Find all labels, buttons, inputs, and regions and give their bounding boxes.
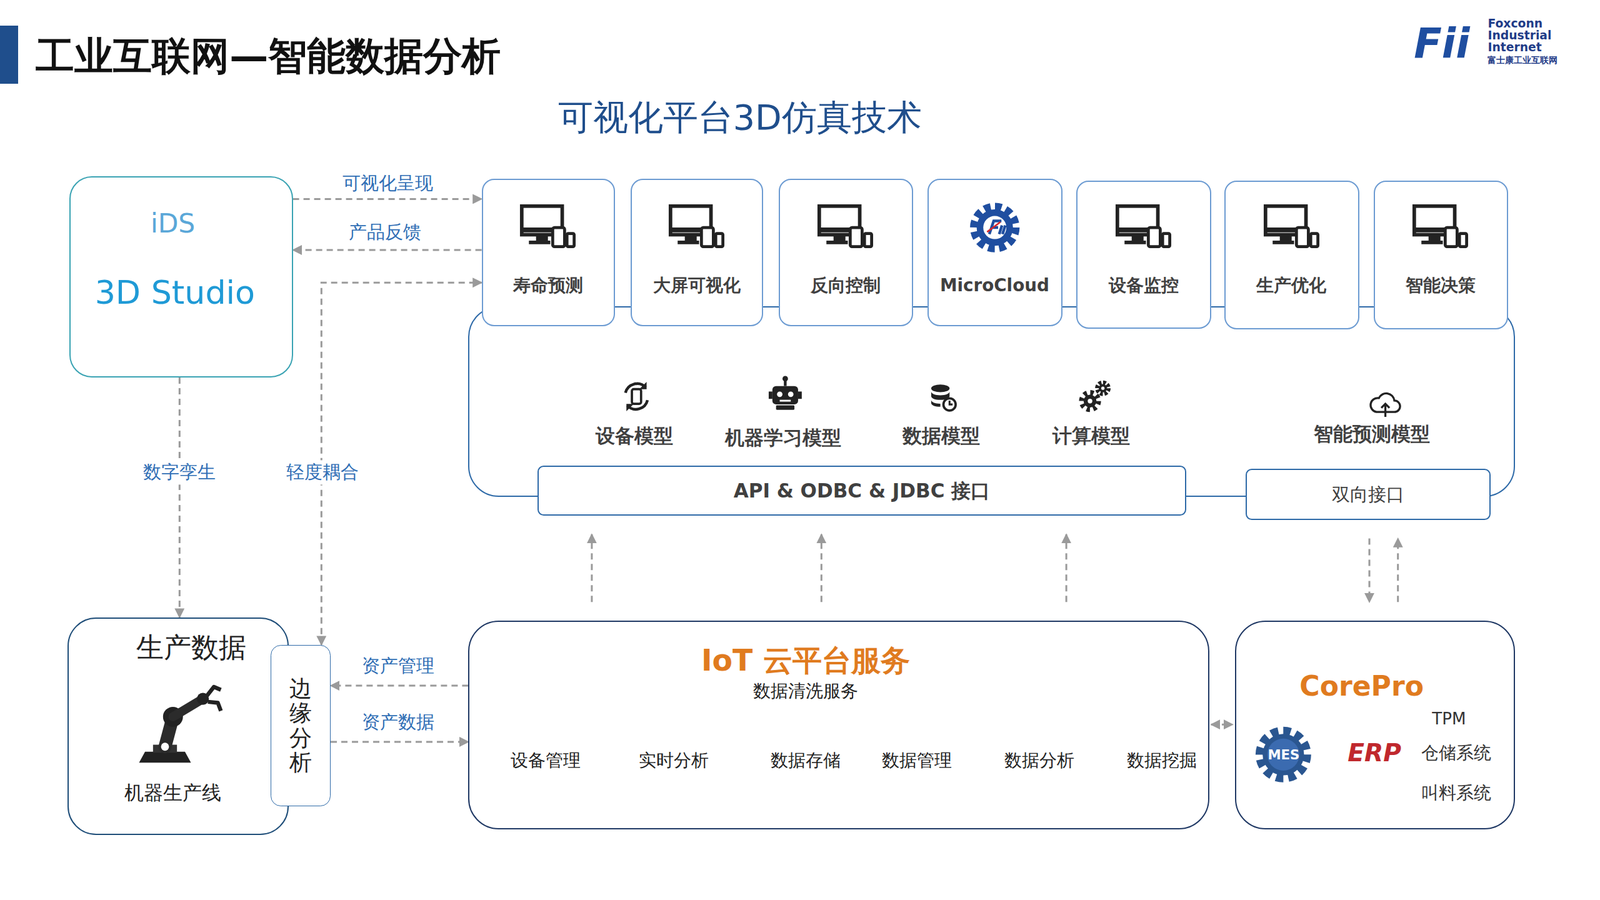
node-label: 生产数据	[136, 630, 247, 664]
node-label: 数据管理	[881, 750, 952, 771]
connector	[178, 377, 181, 618]
free-label: 富士康工业互联网	[1487, 55, 1558, 66]
edge-label: 数字孪生	[140, 460, 219, 485]
free-label: Fii	[1413, 18, 1470, 67]
connector	[1211, 723, 1233, 726]
db-icon	[928, 381, 959, 414]
edge-label: 产品反馈	[346, 220, 424, 245]
app-card: MicroCloud	[927, 178, 1063, 327]
flow-step: 数据存储	[768, 748, 844, 773]
service-step: 数据清洗服务	[750, 678, 861, 704]
free-label: Foxconn Industrial Internet	[1487, 18, 1552, 54]
title-bar	[0, 25, 19, 84]
arm-icon	[121, 676, 232, 767]
connector	[1065, 534, 1068, 602]
edge-label: 可视化呈现	[340, 171, 436, 196]
monitor-icon	[816, 200, 874, 255]
node-label: 寿命预测	[513, 275, 584, 296]
node-sublabel: 3D Studio	[95, 272, 255, 312]
connector	[1368, 538, 1371, 602]
flow-step: 数据管理	[879, 748, 955, 773]
gears-icon	[1076, 378, 1114, 415]
app-card: 智能决策	[1373, 180, 1509, 330]
node-sublabel: 计算模型	[1052, 425, 1130, 449]
node-label: API & ODBC & JDBC 接口	[733, 479, 991, 503]
app-card: 大屏可视化	[630, 178, 764, 327]
free-label: 可视化平台3D仿真技术	[558, 96, 922, 139]
connector	[293, 249, 482, 252]
free-label: 仓储系统	[1421, 742, 1492, 764]
node-label: 智能决策	[1405, 275, 1476, 296]
cloud-icon	[1363, 387, 1409, 420]
app-card: 寿命预测	[481, 178, 616, 327]
production-box: 生产数据机器生产线	[67, 617, 289, 835]
platform-panel: 设备模型机器学习模型数据模型计算模型智能预测模型API & ODBC & JDB…	[468, 306, 1515, 497]
node-sublabel: 数据模型	[902, 425, 980, 449]
node-label: 数据存储	[770, 750, 841, 771]
node-label: IoT 云平台服务	[701, 643, 910, 679]
edge-box: 边缘分析	[270, 645, 331, 807]
app-card: 反向控制	[778, 178, 914, 327]
monitor-icon	[1115, 200, 1172, 255]
node-label: 双向接口	[1331, 483, 1405, 506]
page-title: 工业互联网—智能数据分析	[35, 33, 501, 80]
node-label: 数据清洗服务	[753, 680, 859, 702]
flow-step: 设备管理	[508, 748, 584, 773]
node-sublabel: 机器学习模型	[725, 426, 842, 450]
cloud-platform: IoT 云平台服务数据清洗服务设备管理 实时分析 数据存储 数据管理 数据分析 数据挖掘	[468, 620, 1209, 830]
free-label: ERP	[1347, 738, 1402, 768]
cycle-icon	[618, 378, 655, 415]
edge-label: 轻度耦合	[283, 460, 362, 485]
node-label: 设备模型	[595, 425, 674, 449]
interface-bar: API & ODBC & JDBC 接口	[537, 465, 1187, 516]
robot-icon	[766, 375, 804, 412]
monitor-icon	[519, 200, 577, 255]
node-label: 设备管理	[510, 750, 581, 771]
connector	[1396, 538, 1399, 602]
connector	[820, 534, 823, 602]
app-card: 设备监控	[1076, 180, 1212, 329]
node-label: 设备监控	[1108, 275, 1179, 296]
node-label: 边缘分析	[278, 676, 324, 775]
flow-step: 实时分析	[636, 748, 712, 773]
node-label: 数据分析	[1004, 750, 1075, 771]
node-label: iDS	[150, 208, 195, 240]
node-label: 反向控制	[810, 275, 881, 296]
node-sublabel: 智能预测模型	[1313, 422, 1430, 446]
edge-label: 资产管理	[359, 653, 437, 679]
node-label: MicroCloud	[940, 275, 1050, 296]
node-label: 大屏可视化	[653, 275, 741, 296]
node-label: CorePro	[1299, 669, 1424, 703]
monitor-icon	[1263, 200, 1320, 255]
monitor-icon	[1411, 200, 1469, 255]
connector	[330, 740, 469, 743]
flow-step: 数据挖掘	[1124, 748, 1200, 773]
monitor-icon	[668, 200, 725, 255]
gear-icon	[966, 200, 1024, 255]
flow-step: 数据分析	[1001, 748, 1077, 773]
connector	[293, 198, 482, 200]
edge-label: 资产数据	[359, 710, 437, 735]
node-label: 生产优化	[1256, 275, 1327, 296]
node-label: 实时分析	[638, 750, 709, 771]
interface-bar: 双向接口	[1245, 468, 1491, 520]
free-label: MES	[1267, 746, 1300, 763]
free-label: 叫料系统	[1421, 782, 1492, 804]
connector	[330, 685, 469, 687]
node-label: 数据挖掘	[1126, 750, 1197, 771]
app-card: 生产优化	[1224, 180, 1360, 330]
free-label: TPM	[1431, 709, 1466, 729]
connector	[590, 534, 593, 602]
tool-box: iDS 3D Studio	[69, 176, 294, 378]
node-sublabel: 机器生产线	[124, 781, 222, 805]
